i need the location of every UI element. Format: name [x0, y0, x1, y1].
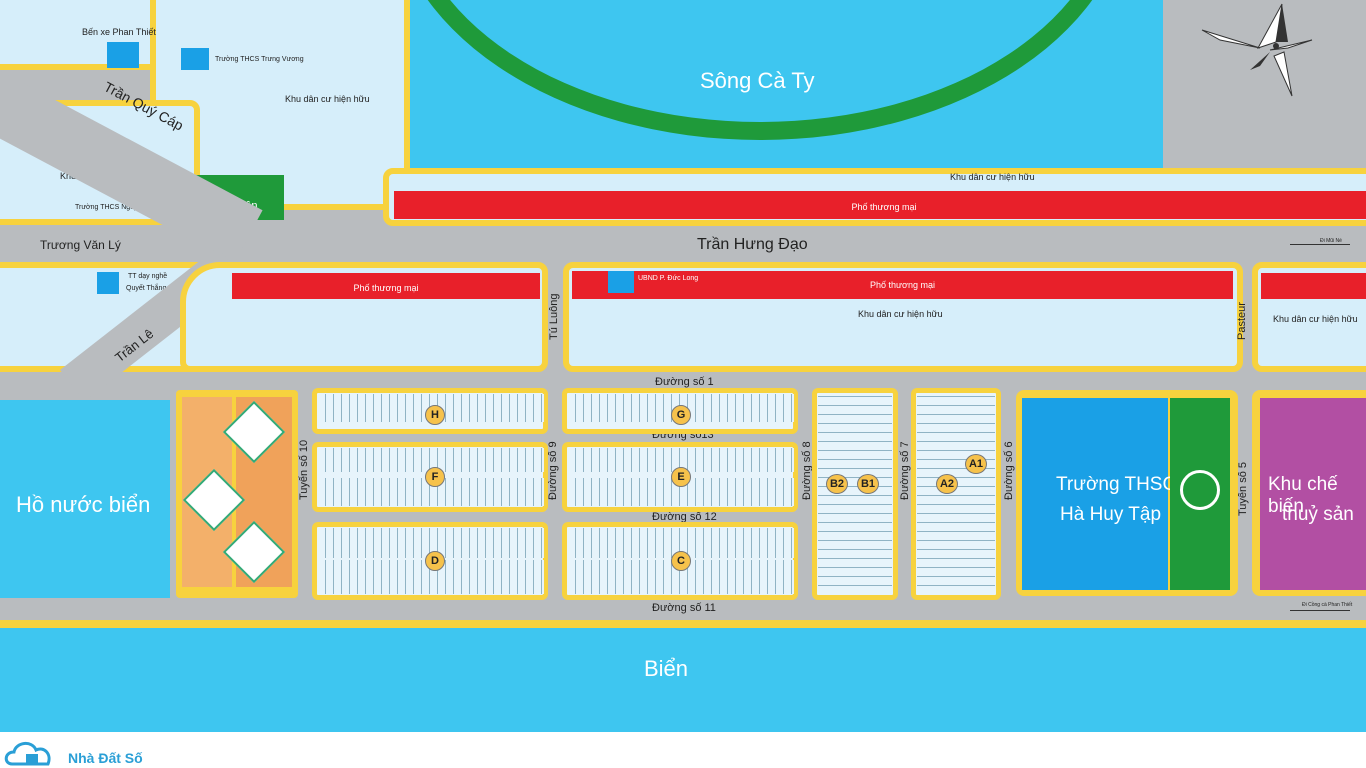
tuyen-so-5-label: Tuyến số 5	[1237, 461, 1249, 516]
ben-xe-label: Bến xe Phan Thiết	[82, 27, 156, 37]
badge-b2: B2	[826, 474, 848, 494]
duong-so-12-label: Đường số 12	[652, 511, 717, 523]
truong-hht-label-1: Trường THSC	[1056, 474, 1177, 495]
duong-so-7-label: Đường số 7	[899, 441, 911, 500]
khu-dan-cu-label-1: Khu dân cư hiện hữu	[285, 94, 370, 104]
duong-so-6-label: Đường số 6	[1003, 441, 1015, 500]
tt-day-nghe-label-2: Quyết Thắng	[126, 285, 167, 292]
lake-area	[0, 400, 170, 598]
truong-trung-vuong-label: Trường THCS Trưng Vương	[215, 56, 304, 63]
badge-c: C	[671, 551, 691, 571]
truong-hht-label-2: Hà Huy Tập	[1060, 504, 1162, 525]
lot-column	[818, 394, 892, 594]
truong-van-ly-label: Trương Văn Lý	[40, 238, 121, 252]
duong-so-11-label: Đường số 11	[652, 602, 716, 614]
lake-label: Hồ nước biển	[16, 492, 151, 517]
tran-hung-dao-label: Trần Hưng Đạo	[697, 236, 808, 253]
tt-day-nghe-marker	[97, 272, 119, 294]
duong-so-9-label: Đường số 9	[547, 441, 559, 500]
tt-day-nghe-label-1: TT dạy nghề	[128, 273, 168, 280]
truong-hht-circle	[1180, 470, 1220, 510]
duong-so-1-label: Đường số 1	[655, 376, 714, 388]
badge-h: H	[425, 405, 445, 425]
ben-xe-marker	[107, 42, 139, 68]
lot-column	[917, 394, 995, 594]
pho-thuong-mai-right	[1261, 273, 1366, 299]
sea-area	[0, 628, 1366, 732]
pho-thuong-mai-top: Phố thương mại	[394, 191, 1366, 219]
ubnd-marker	[608, 271, 634, 293]
khu-che-bien-area	[1260, 398, 1366, 590]
khu-che-bien-label-1: Khu chế biến	[1268, 474, 1338, 517]
ubnd-label: UBND P. Đức Long	[638, 275, 699, 282]
badge-g: G	[671, 405, 691, 425]
khu-dan-cu-label-4: Khu dân cư hiện hữu	[858, 309, 943, 319]
sea-label: Biển	[644, 656, 689, 681]
badge-a1: A1	[965, 454, 987, 474]
khu-dan-cu-label-3: Khu dân cư hiện hữu	[950, 172, 1035, 182]
badge-b1: B1	[857, 474, 879, 494]
logo-house-icon	[4, 742, 51, 766]
pho-thuong-mai-left: Phố thương mại	[232, 273, 540, 299]
truong-trung-vuong-marker	[181, 48, 209, 70]
khu-che-bien-label-2: thuỷ sản	[1282, 504, 1354, 525]
khu-dan-cu-label-5: Khu dân cư hiện hữu	[1273, 314, 1358, 324]
river-label: Sông Cà Ty	[700, 68, 815, 93]
pho-thuong-mai-center: Phố thương mại	[572, 271, 1233, 299]
sea-curb	[0, 620, 1366, 628]
pasteur-label: Pasteur	[1236, 302, 1248, 340]
compass-rose-icon	[1201, 3, 1313, 97]
badge-d: D	[425, 551, 445, 571]
truong-hht-building	[1022, 398, 1168, 590]
brand-name: Nhà Đất Số	[68, 750, 143, 766]
arrow-right-icon	[1290, 244, 1350, 245]
badge-a2: A2	[936, 474, 958, 494]
arrow-right-icon-2	[1290, 610, 1350, 611]
tuyen-so-10-label: Tuyến số 10	[298, 439, 310, 500]
badge-f: F	[425, 467, 445, 487]
badge-e: E	[671, 467, 691, 487]
tu-luong-label: Tú Luông	[548, 293, 560, 340]
brand-bar	[0, 732, 1366, 768]
di-cong-ca-label: Đi Cồng cà Phan Thiết	[1302, 602, 1353, 608]
di-mui-ne-label: Đi Mũi Né	[1320, 238, 1342, 244]
